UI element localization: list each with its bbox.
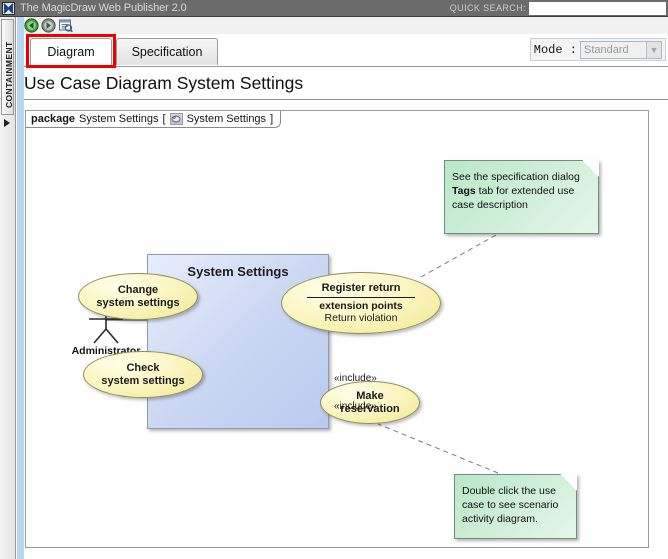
tab-specification[interactable]: Specification [116,38,218,65]
quick-search-input[interactable] [529,2,666,15]
containment-rail[interactable]: CONTAINMENT [0,17,16,559]
navigation-toolbar [24,17,668,34]
use-case-check-system-settings[interactable]: Check system settings [83,351,203,398]
back-arrow-icon[interactable] [24,18,39,33]
tab-diagram[interactable]: Diagram [30,38,112,65]
use-case-make-reservation[interactable]: Make reservation [320,381,420,424]
title-bar: The MagicDraw Web Publisher 2.0 QUICK SE… [0,0,668,17]
heading-divider [24,99,668,100]
page-title: Use Case Diagram System Settings [24,72,304,93]
use-case-make-line2: reservation [340,402,400,415]
triangle-right-icon[interactable] [4,119,10,127]
package-bracket-close: ] [270,112,274,125]
note-double-click-scenario[interactable]: Double click the use case to see scenari… [454,474,577,539]
chevron-down-icon[interactable]: ▼ [646,41,661,58]
vertical-splitter[interactable] [17,17,24,559]
tab-specification-label: Specification [131,45,203,59]
use-case-change-line2: system settings [96,296,180,309]
package-name: System Settings [79,112,159,125]
quick-search-label: QUICK SEARCH: [449,3,526,13]
include-label-register: «include» [334,373,377,384]
use-case-change-line1: Change [117,283,159,296]
containment-rail-label: CONTAINMENT [4,41,14,108]
include-label-make: «include» [334,401,377,412]
note-top-text-part1: See the specification dialog [452,171,580,183]
extension-point-item: Return violation [324,311,398,324]
note-bottom-text: Double click the use case to see scenari… [462,485,559,526]
mode-control: Mode : Standard ▼ [529,38,666,61]
mode-selected-value: Standard [584,43,629,56]
containment-rail-button[interactable]: CONTAINMENT [1,19,14,115]
tab-strip: Diagram Specification Mode : Standard ▼ [24,34,668,68]
tab-diagram-label: Diagram [47,45,95,59]
use-case-change-system-settings[interactable]: Change system settings [78,273,198,320]
use-case-check-line1: Check [126,361,160,374]
app-title: The MagicDraw Web Publisher 2.0 [20,2,187,14]
package-frame-label: package System Settings [ System Setting… [26,111,282,128]
use-case-make-line1: Make [356,389,384,402]
forward-arrow-icon[interactable] [41,18,56,33]
mode-label: Mode : [533,42,577,57]
package-keyword: package [31,112,76,125]
note-top-text-part2: tab for extended use case description [452,185,575,212]
note-top-text-bold: Tags [452,185,476,198]
note-fold-icon [582,160,599,177]
report-search-icon[interactable] [58,18,73,33]
use-case-diagram-icon [169,112,183,125]
use-case-check-line2: system settings [101,374,185,387]
use-case-register-name: Register return [321,282,401,295]
package-diagram-name: System Settings [186,112,267,125]
diagram-canvas[interactable]: package System Settings [ System Setting… [25,110,649,548]
extension-points-title: extension points [319,299,403,312]
page-heading: Use Case Diagram System Settings [24,68,668,98]
package-bracket-open: [ [162,112,166,125]
mode-select[interactable]: Standard ▼ [580,40,662,59]
magicdraw-logo-icon [2,1,15,15]
note-specification-tags[interactable]: See the specification dialog Tags tab fo… [444,160,599,234]
system-settings-package-title: System Settings [187,264,289,279]
note-fold-icon [560,474,577,491]
use-case-register-return[interactable]: Register return extension points Return … [281,272,441,334]
use-case-compartment-divider [307,296,415,298]
